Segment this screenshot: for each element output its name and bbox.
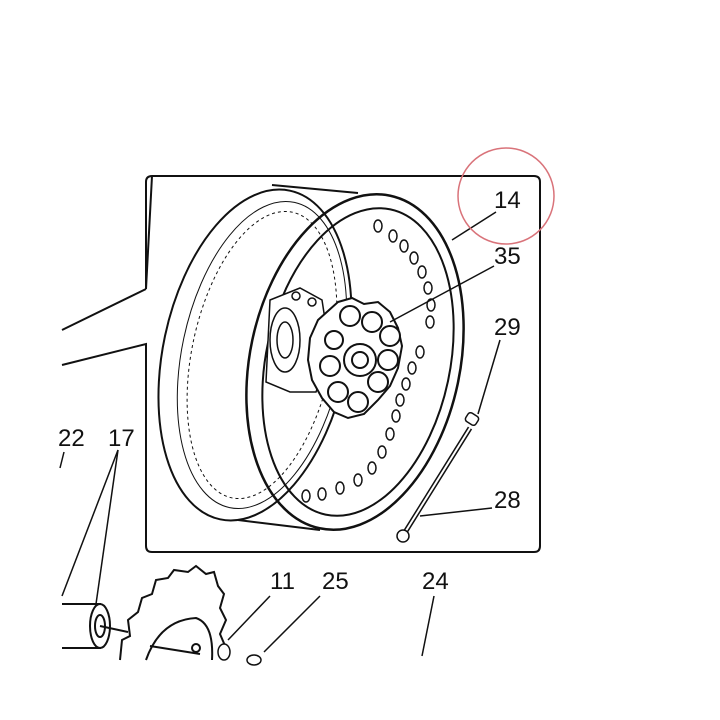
spoke-holes [301,219,436,503]
callout-11: 11 [270,568,295,595]
sprocket-part [119,564,228,661]
leader-lines [59,211,501,657]
callout-24: 24 [422,568,449,595]
callout-28: 28 [494,487,521,514]
callout-29: 29 [494,314,521,341]
wheel-spindle [396,411,480,543]
callout-17: 17 [108,425,135,452]
inset-frame [61,174,541,553]
highlight-circle [457,147,555,245]
small-fasteners [217,643,262,666]
bearing-part [62,603,129,649]
callout-14: 14 [494,187,521,214]
callout-22: 22 [58,425,85,452]
callout-labels: 14 35 29 28 22 17 11 25 24 [58,187,521,595]
callout-25: 25 [322,568,349,595]
callout-35: 35 [494,243,521,270]
sprocket-carrier-flange [306,296,404,420]
